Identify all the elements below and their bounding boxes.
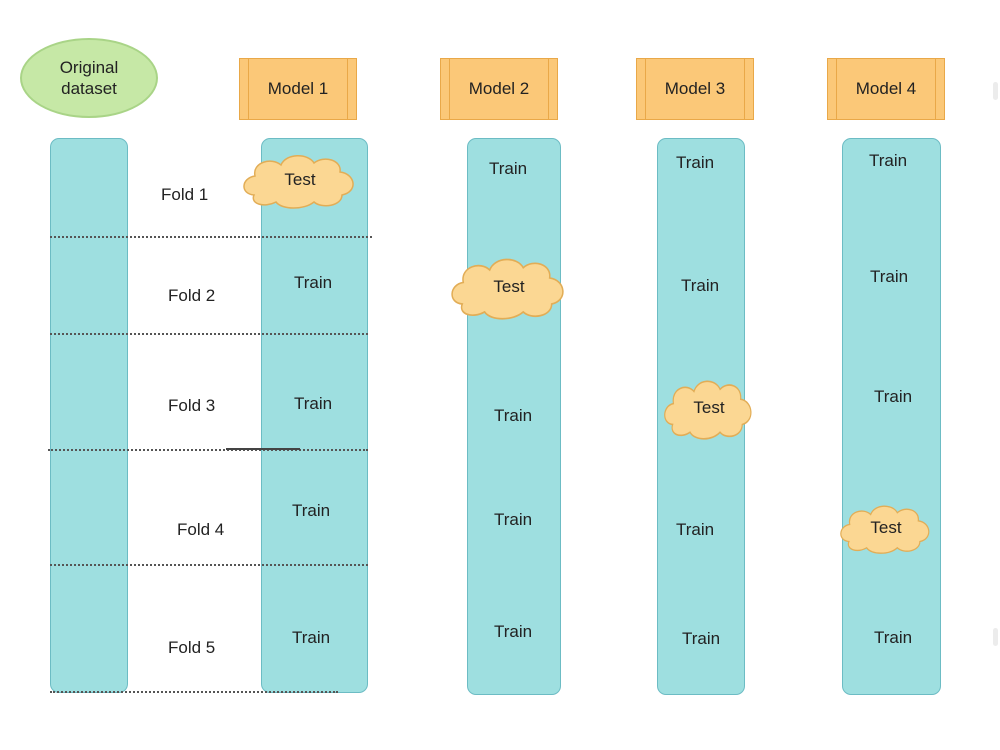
model-2-fold-3-text: Train [493,406,533,425]
original-dataset-ellipse: Original dataset [20,38,158,118]
fold-divider-2 [50,333,368,335]
model-2-column [467,138,561,695]
fold-5-label: Fold 5 [168,638,216,657]
model-2-box: Model 2 [440,58,558,120]
model-2-fold-5-text: Train [493,622,533,641]
fold-3-label: Fold 3 [168,396,216,415]
model-2-fold-2-text: Test [493,277,525,296]
model-3-fold-3-test-cloud: Test [660,375,758,441]
dataset-column [50,138,128,693]
model-1-box: Model 1 [239,58,357,120]
fold-divider-1 [50,236,372,238]
model-3-fold-3-text: Test [693,398,725,417]
fold-divider-3-solid [226,448,300,450]
model-4-label: Model 4 [855,79,917,98]
model-3-fold-2-text: Train [680,276,720,295]
model-3-fold-4-text: Train [675,520,715,539]
model-4-fold-5-text: Train [873,628,913,647]
dataset-label-line1: Original [59,58,119,77]
model-2-label: Model 2 [468,79,530,98]
model-4-fold-1-text: Train [868,151,908,170]
cloud-shape [243,155,354,209]
model-3-box: Model 3 [636,58,754,120]
fold-2-label: Fold 2 [168,286,216,305]
model-4-column [842,138,941,695]
edge-mark-top [993,82,998,100]
model-1-fold-3-text: Train [293,394,333,413]
cloud-shape [840,505,930,554]
model-1-fold-1-text: Test [284,170,316,189]
model-2-fold-4-text: Train [493,510,533,529]
fold-divider-4 [50,564,368,566]
model-3-fold-1-text: Train [675,153,715,172]
model-3-label: Model 3 [664,79,726,98]
dataset-label-line2: dataset [61,79,117,98]
fold-divider-5 [50,691,338,693]
model-1-fold-4-text: Train [291,501,331,520]
fold-4-label: Fold 4 [177,520,225,539]
fold-1-label: Fold 1 [161,185,209,204]
model-1-fold-5-text: Train [291,628,331,647]
model-4-fold-3-text: Train [873,387,913,406]
model-4-fold-4-test-cloud: Test [836,501,936,555]
model-1-label: Model 1 [267,79,329,98]
model-4-box: Model 4 [827,58,945,120]
cloud-shape [451,258,564,320]
model-1-column [261,138,368,693]
model-1-fold-2-text: Train [293,273,333,292]
model-2-fold-2-test-cloud: Test [446,253,572,321]
fold-divider-3 [48,449,368,451]
model-2-fold-1-text: Train [488,159,528,178]
model-1-fold-1-test-cloud: Test [238,150,362,210]
model-3-fold-5-text: Train [681,629,721,648]
edge-mark-bottom [993,628,998,646]
model-4-fold-2-text: Train [869,267,909,286]
model-4-fold-4-text: Test [870,518,902,537]
cloud-shape [664,380,752,440]
